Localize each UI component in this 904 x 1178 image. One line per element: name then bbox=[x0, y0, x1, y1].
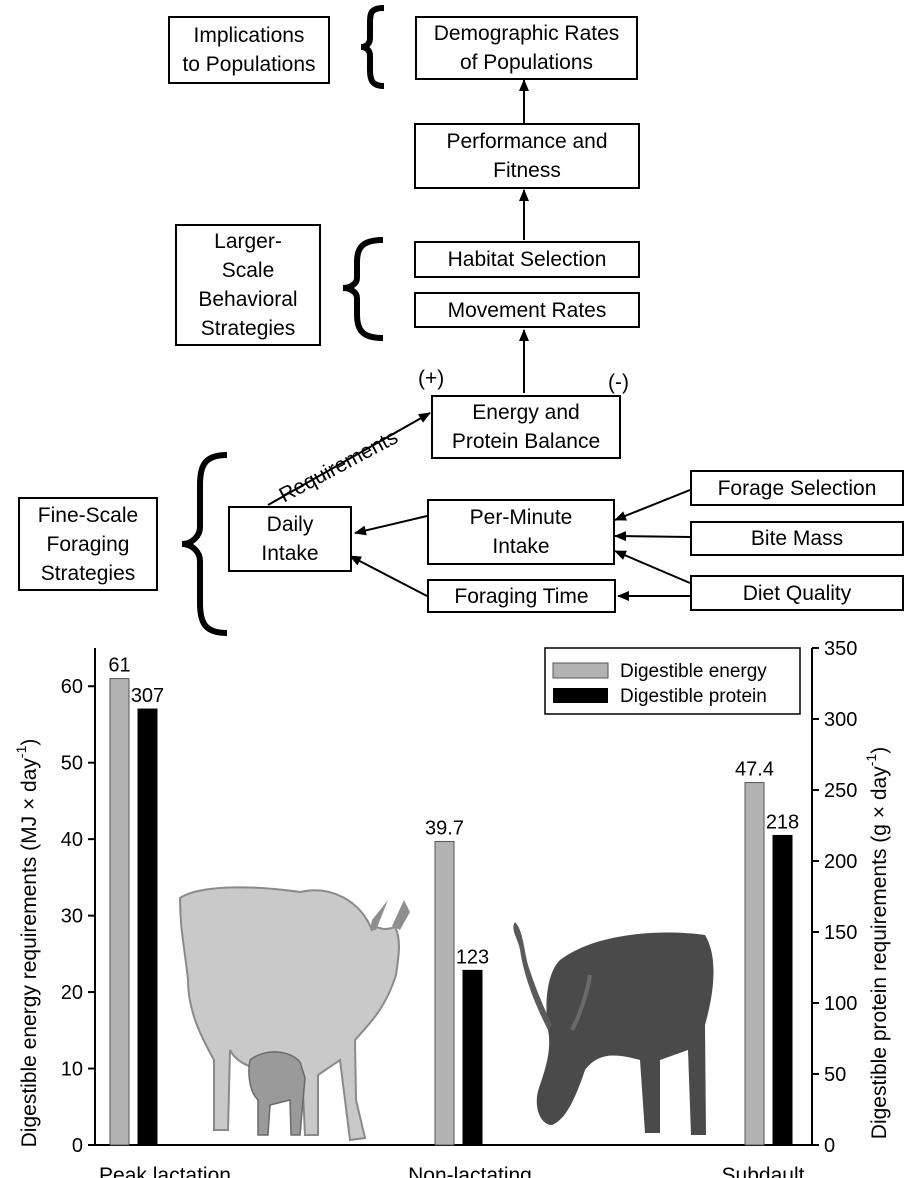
per-minute-intake-box: Per-Minute Intake bbox=[427, 499, 615, 565]
bar-value-label: 61 bbox=[108, 655, 130, 677]
arrow-daily-to-balance bbox=[267, 412, 431, 506]
energy-protein-balance-box: Energy and Protein Balance bbox=[431, 395, 621, 459]
forage-selection-box: Forage Selection bbox=[690, 470, 904, 506]
right-tick-label: 100 bbox=[824, 993, 857, 1015]
bar-energy bbox=[434, 840, 455, 1146]
bar-protein bbox=[462, 969, 483, 1146]
x-category-label: Non-lactating bbox=[408, 1164, 532, 1178]
bite-mass-box: Bite Mass bbox=[690, 521, 904, 556]
brace-populations bbox=[360, 5, 385, 89]
positive-label: (+) bbox=[418, 367, 445, 390]
demographic-rates-box: Demographic Rates of Populations bbox=[415, 16, 638, 80]
right-tick-label: 300 bbox=[824, 709, 857, 731]
larger-scale-box: Larger- Scale Behavioral Strategies bbox=[175, 224, 321, 346]
legend-energy-swatch bbox=[552, 662, 609, 679]
bar-value-label: 123 bbox=[456, 946, 489, 968]
left-tick-label: 10 bbox=[61, 1059, 83, 1081]
svg-text:Digestible energy requirements: Digestible energy requirements (MJ × day… bbox=[13, 739, 41, 1148]
right-tick-label: 350 bbox=[824, 638, 857, 660]
performance-box: Performance and Fitness bbox=[414, 123, 640, 189]
diagram-connectors bbox=[181, 5, 691, 636]
bar-energy bbox=[744, 782, 765, 1146]
habitat-selection-box: Habitat Selection bbox=[414, 241, 640, 278]
bar-value-label: 218 bbox=[766, 811, 799, 833]
left-tick-label: 50 bbox=[61, 753, 83, 775]
bar-value-label: 47.4 bbox=[735, 759, 774, 781]
daily-intake-box: Daily Intake bbox=[228, 506, 352, 572]
arrow-forageselection-to-perminute bbox=[614, 489, 691, 521]
left-tick-label: 30 bbox=[61, 906, 83, 928]
legend-protein-label: Digestible protein bbox=[620, 686, 767, 707]
caribou-cow-with-calf-illustration bbox=[178, 886, 410, 1142]
right-tick-label: 0 bbox=[824, 1135, 835, 1157]
left-tick-label: 60 bbox=[61, 676, 83, 698]
arrow-foragingtime-to-daily bbox=[349, 555, 428, 597]
legend-protein-swatch bbox=[553, 688, 608, 703]
x-category-label: Subdault bbox=[722, 1164, 805, 1178]
bar-protein bbox=[137, 708, 158, 1146]
diet-quality-box: Diet Quality bbox=[690, 575, 904, 611]
right-tick-label: 50 bbox=[824, 1064, 846, 1086]
implications-box: Implications to Populations bbox=[168, 16, 330, 84]
left-tick-label: 0 bbox=[72, 1135, 83, 1157]
negative-label: (-) bbox=[608, 371, 629, 394]
right-axis-title: Digestible protein requirements (g × day… bbox=[863, 747, 891, 1139]
bar-protein bbox=[772, 834, 793, 1146]
grazing-caribou-illustration bbox=[513, 922, 714, 1135]
arrow-dietquality-to-perminute bbox=[614, 550, 691, 584]
bar-value-label: 39.7 bbox=[425, 817, 464, 839]
x-category-label: Peak lactation bbox=[99, 1164, 231, 1178]
right-tick-label: 200 bbox=[824, 851, 857, 873]
left-tick-label: 20 bbox=[61, 982, 83, 1004]
right-tick-label: 250 bbox=[824, 780, 857, 802]
right-tick-label: 150 bbox=[824, 922, 857, 944]
bar-energy bbox=[109, 678, 130, 1146]
brace-fine-scale bbox=[181, 452, 228, 636]
left-axis-title: Digestible energy requirements (MJ × day… bbox=[13, 739, 41, 1148]
movement-rates-box: Movement Rates bbox=[414, 292, 640, 328]
svg-text:Digestible protein requirement: Digestible protein requirements (g × day… bbox=[863, 747, 891, 1139]
arrow-perminute-to-daily bbox=[354, 515, 428, 536]
bar-value-label: 307 bbox=[131, 685, 164, 707]
foraging-time-box: Foraging Time bbox=[427, 579, 616, 613]
brace-larger-scale bbox=[342, 237, 384, 341]
fine-scale-box: Fine-Scale Foraging Strategies bbox=[18, 497, 158, 591]
left-tick-label: 40 bbox=[61, 829, 83, 851]
arrow-bitemass-to-perminute bbox=[614, 531, 691, 542]
legend-energy-label: Digestible energy bbox=[620, 661, 767, 682]
chart-legend: Digestible energy Digestible protein bbox=[544, 647, 801, 715]
